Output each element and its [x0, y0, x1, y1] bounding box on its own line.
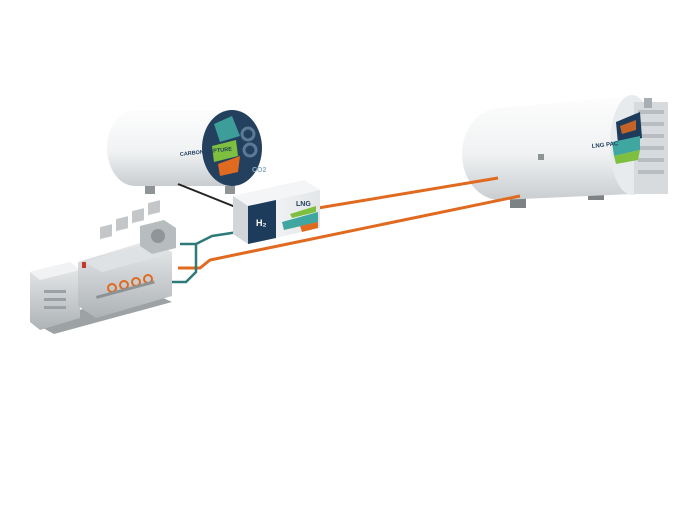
- lng-panel-stripe: [282, 212, 318, 230]
- h2-pipe: [168, 230, 239, 284]
- tank-support: [145, 182, 155, 194]
- generator-top: [30, 262, 80, 280]
- module-top: [233, 180, 320, 206]
- co2-emblem: CO2: [212, 116, 267, 176]
- h2-panel: [248, 200, 276, 244]
- engine-side-pipe: [95, 280, 155, 299]
- co2-emblem-text: CO2: [252, 167, 267, 174]
- module-front: [233, 196, 248, 244]
- lng-pipe-upper: [317, 176, 499, 210]
- engine-top: [84, 244, 168, 272]
- h2-label: H₂: [256, 218, 267, 228]
- lng-panel-stripe-2: [290, 206, 316, 218]
- carbon-capture-label: CARBON CAPTURE: [180, 147, 233, 158]
- carbon-capture-tank: CO2 CARBON CAPTURE: [107, 110, 267, 194]
- tank-shell: [462, 96, 632, 200]
- generator-vent: [44, 298, 66, 301]
- co2-pipe: [177, 183, 239, 209]
- lng-panel-stripe-3: [300, 222, 318, 232]
- fuel-gas-module: H₂ LNG: [233, 180, 320, 244]
- generator-vent: [44, 306, 66, 309]
- lng-pac-emblem: [612, 112, 642, 164]
- pipes: [168, 176, 521, 284]
- lng-pipe-lower: [178, 194, 521, 270]
- generator-vent: [44, 290, 66, 293]
- lng-label: LNG: [296, 201, 311, 208]
- tank-support: [225, 182, 235, 194]
- lng-pac-tank: LNG PAC: [462, 95, 668, 208]
- tank-shell: [107, 110, 232, 186]
- cylinder-heads: [100, 200, 160, 240]
- engine-genset: [30, 200, 176, 334]
- lng-pac-label: LNG PAC: [592, 141, 620, 150]
- turbocharger-inlet: [151, 229, 165, 243]
- engine-red-marker: [82, 262, 86, 268]
- tank-nameplate: [538, 154, 544, 160]
